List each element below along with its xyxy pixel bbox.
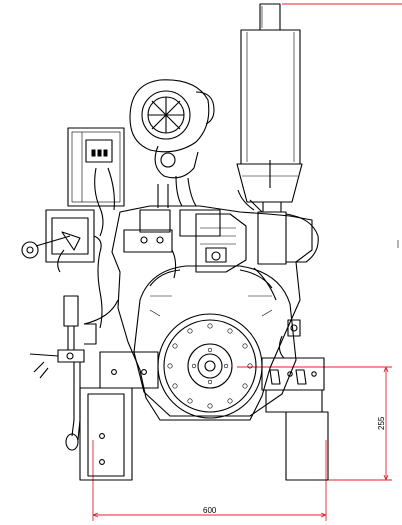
turbocharger (129, 79, 215, 179)
starter-assembly (21, 209, 103, 329)
flywheel-housing (133, 265, 297, 419)
height-dimension-label: 255 (377, 416, 386, 430)
width-dimension-label: 600 (203, 506, 217, 515)
bolt-circle (167, 323, 253, 409)
right-fittings (278, 240, 399, 359)
oil-filter-pipes (29, 295, 119, 451)
dimension-lines (92, 3, 402, 521)
hoses (171, 189, 277, 301)
left-engine-mount (79, 351, 159, 481)
exhaust-stack (236, 3, 303, 213)
engine-block (111, 175, 319, 421)
right-engine-mount (261, 357, 329, 481)
control-box (67, 127, 125, 237)
